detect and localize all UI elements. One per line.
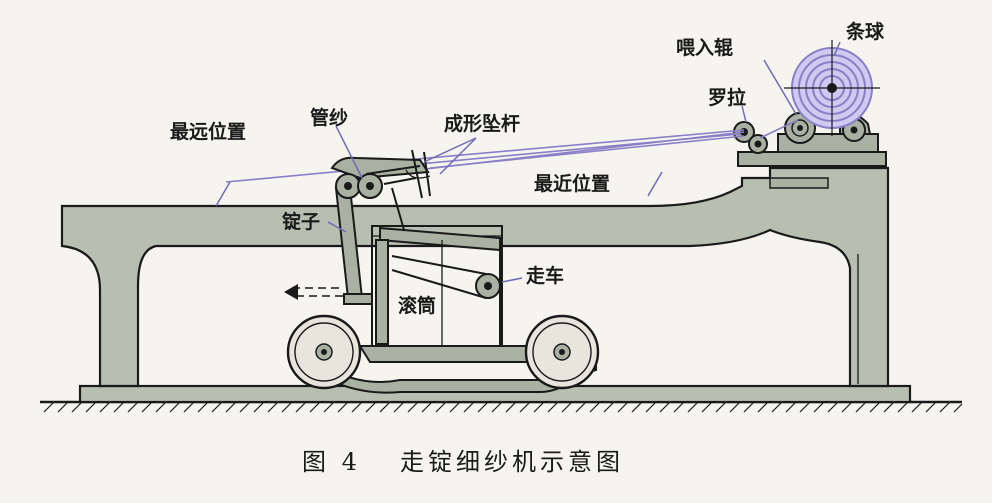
floor [40, 400, 963, 413]
motion-arrow [284, 284, 344, 300]
caption-title: 走锭细纱机示意图 [400, 448, 624, 476]
label-drum: 滚筒 [398, 294, 436, 317]
label-drafting-roller: 罗拉 [708, 86, 746, 109]
label-farthest-position: 最远位置 [170, 120, 246, 143]
label-feed-roller: 喂入辊 [676, 36, 733, 59]
carriage [295, 149, 597, 394]
right-wheel [524, 314, 600, 390]
label-nearest-position: 最近位置 [534, 172, 610, 195]
roving-ball [784, 40, 880, 136]
figure-caption: 图 4 走锭细纱机示意图 [302, 448, 624, 476]
machine-frame [60, 166, 890, 388]
label-shaping-faller: 成形坠杆 [444, 112, 520, 135]
left-wheel [286, 314, 362, 390]
label-carriage: 走车 [526, 264, 564, 287]
floor-hatching [43, 401, 963, 413]
leader-lines [215, 41, 841, 283]
label-roving-ball: 条球 [846, 20, 885, 43]
label-spindle: 锭子 [282, 210, 320, 233]
caption-number: 图 4 [302, 448, 361, 476]
label-cop: 管纱 [310, 106, 348, 129]
